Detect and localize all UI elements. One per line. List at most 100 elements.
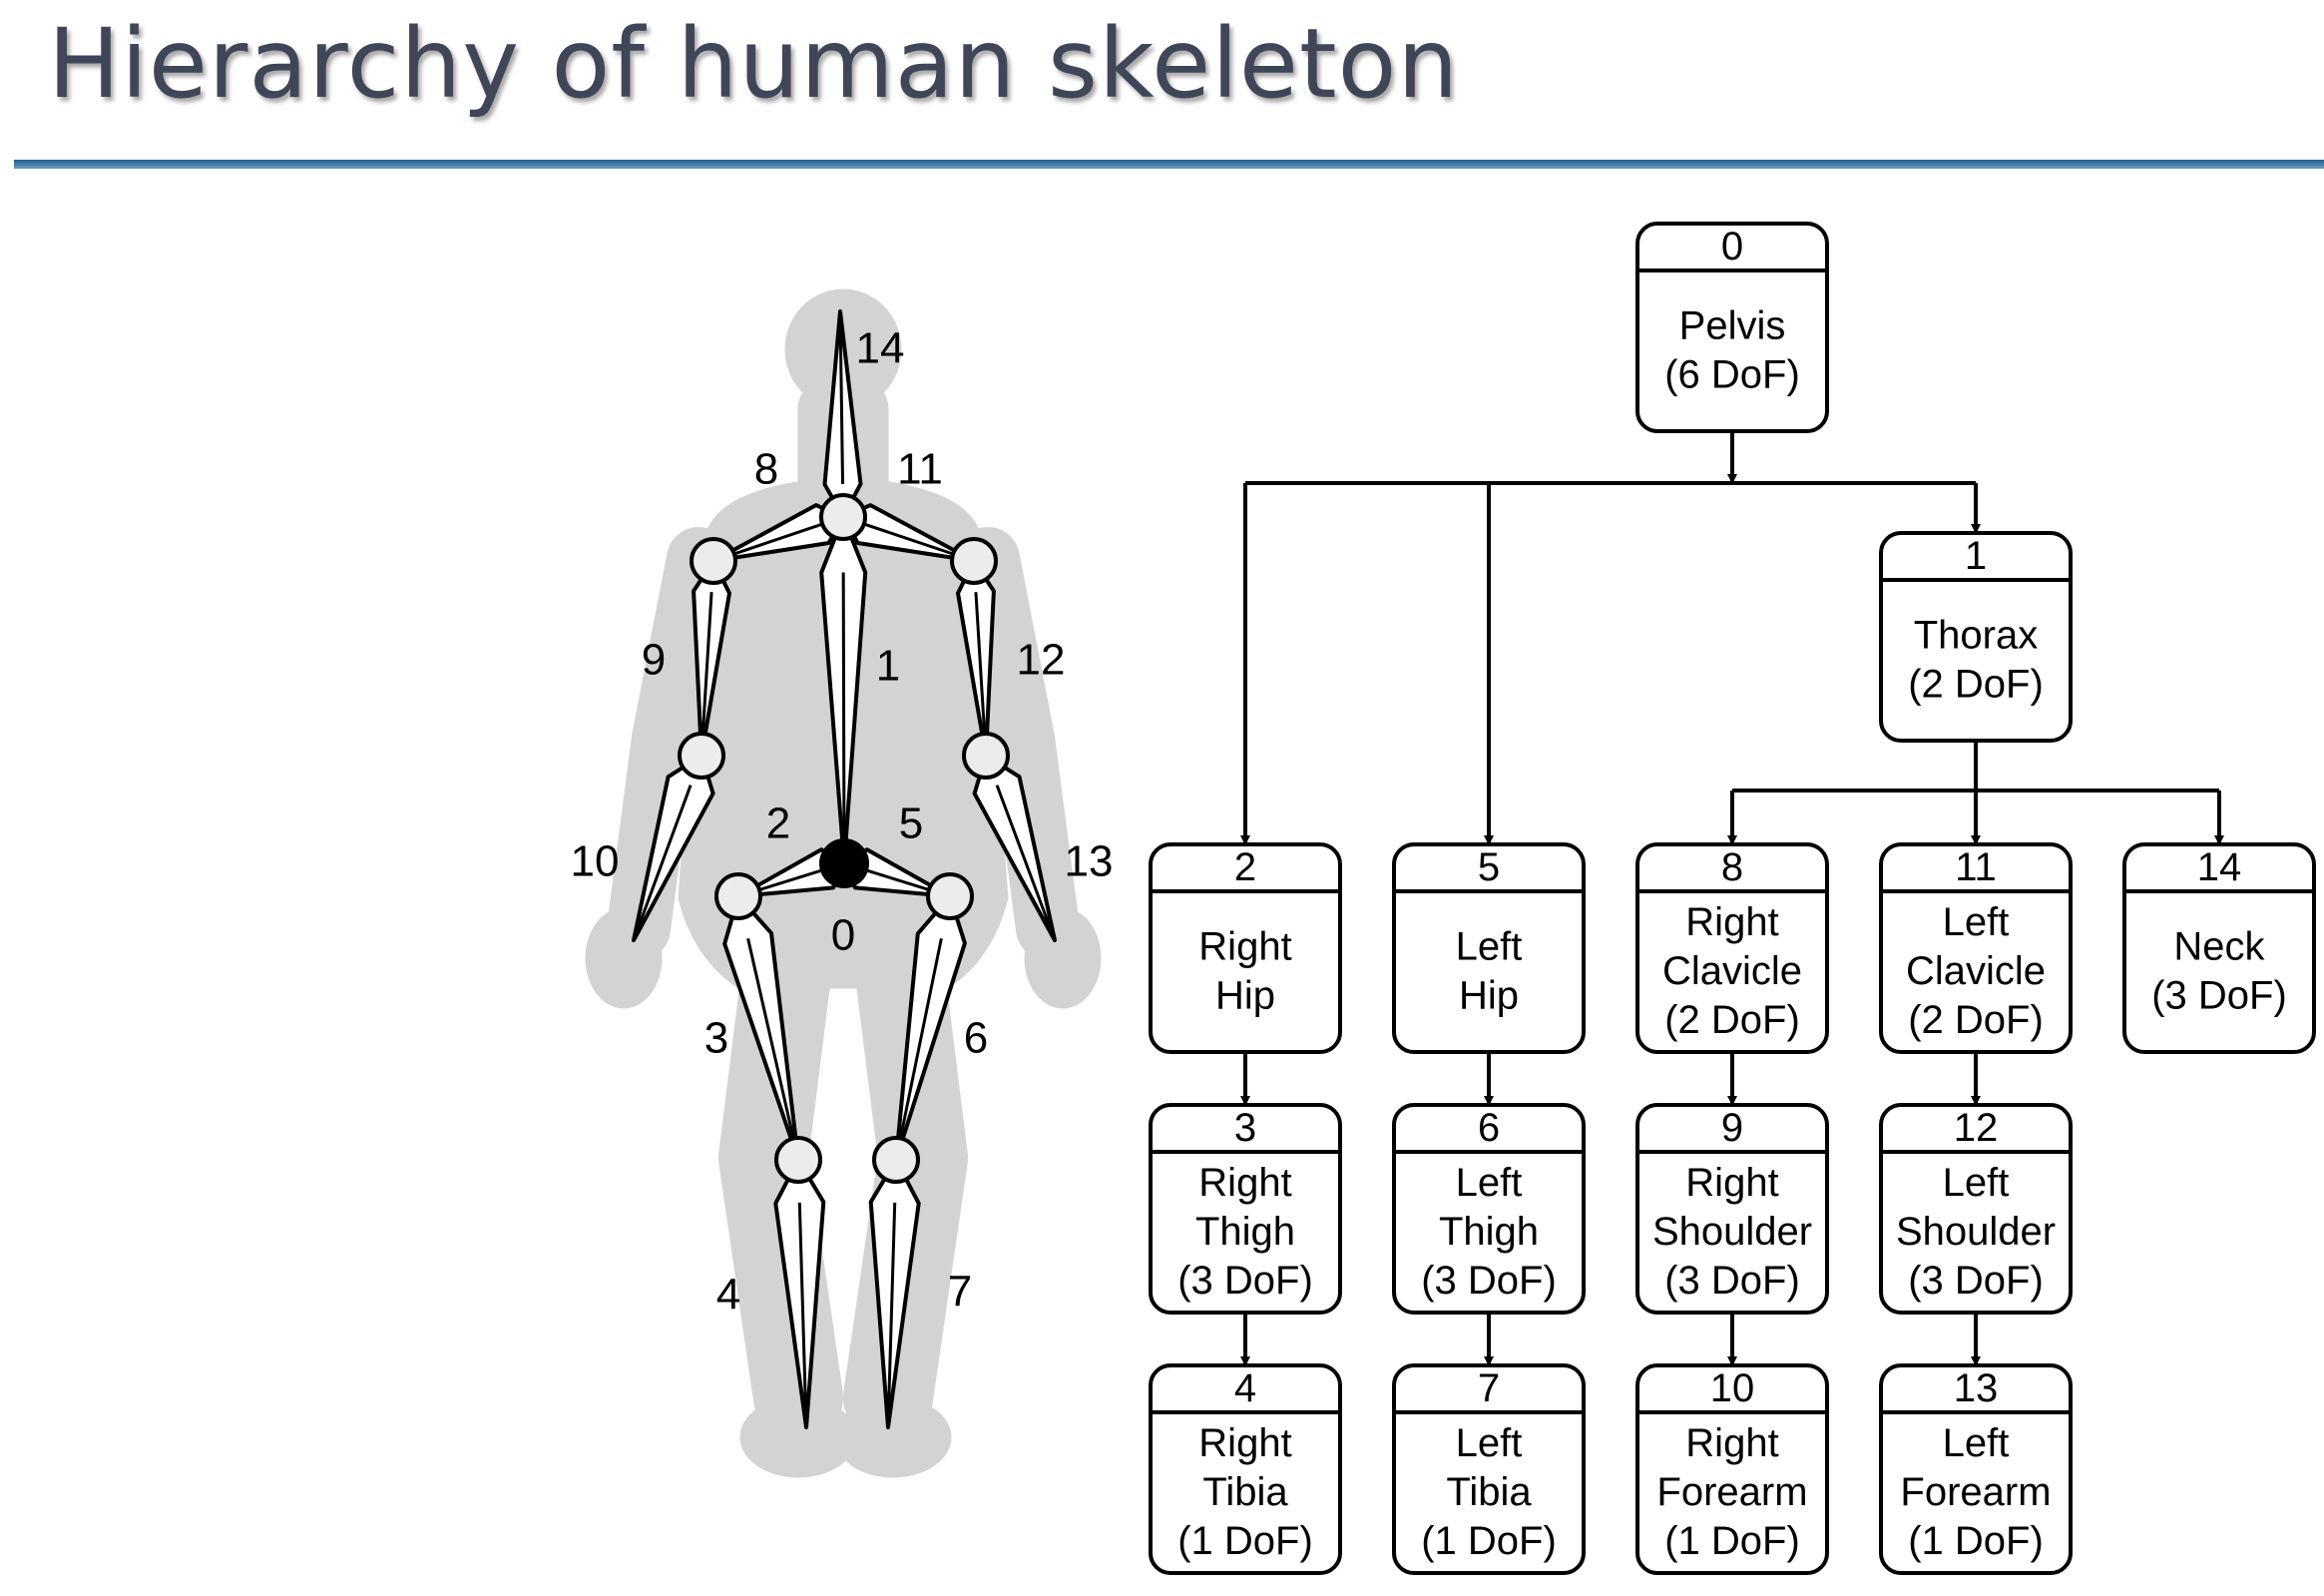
skeleton-label-9: 9 [642,636,666,685]
node-id-label: 11 [1955,845,1997,889]
node-text-line: Right [1198,1161,1291,1205]
node-text-line: (2 DoF) [1908,998,2044,1042]
node-text-line: Neck [2173,925,2265,969]
bone-rkn-ran [773,1158,826,1429]
node-text-line: Right [1685,900,1778,944]
skeleton-label-6: 6 [964,1014,988,1063]
node-box [1879,1363,2073,1575]
node-text-line: (3 DoF) [1177,1259,1313,1303]
node-id-label: 8 [1721,845,1743,889]
joint-rhp [714,872,762,920]
bone-lel-lwr [972,754,1057,942]
node-text-line: Right [1685,1161,1778,1205]
node-text-line: (1 DoF) [1421,1519,1557,1563]
node-text-line: Shoulder [1896,1210,2056,1254]
node-id-label: 10 [1710,1366,1755,1410]
node-box [1879,531,2073,743]
skeleton-label-10: 10 [571,837,620,886]
bone-rel-rwr [632,754,715,942]
node-text-line: Left [1943,900,2010,944]
skeleton-label-3: 3 [704,1014,728,1063]
node-box [1879,842,2073,1054]
node-id-label: 2 [1234,845,1256,889]
node-text-line: Tibia [1446,1470,1532,1514]
skeleton-label-2: 2 [766,799,790,848]
node-text-line: Left [1456,1421,1523,1465]
node-box [1879,1103,2073,1315]
node-text-line: (2 DoF) [1664,998,1800,1042]
skeleton-label-13: 13 [1065,837,1114,886]
slide-title: Hierarchy of human skeleton [48,8,1460,120]
skeleton-joints [678,493,1010,1184]
node-box [1635,1363,1829,1575]
node-id-label: 0 [1721,225,1743,268]
node-text-line: Tibia [1202,1470,1288,1514]
node-text-line: Right [1198,1421,1291,1465]
node-id-label: 4 [1234,1366,1256,1410]
skeleton-label-8: 8 [754,445,778,494]
node-box [2122,842,2316,1054]
node-text-line: Thigh [1195,1210,1295,1254]
node-text-line: (3 DoF) [1664,1259,1800,1303]
node-text-line: Hip [1459,974,1519,1018]
node-box [1635,222,1829,433]
node-id-label: 13 [1954,1366,1999,1410]
node-text-line: Left [1943,1161,2010,1205]
node-box [1149,842,1342,1054]
skeleton-label-7: 7 [948,1268,972,1317]
joint-lel [962,732,1010,780]
node-text-line: (6 DoF) [1664,353,1800,397]
node-text-line: Clavicle [1662,949,1802,993]
hierarchy-connectors [1240,431,2224,1366]
node-text-line: (1 DoF) [1177,1519,1313,1563]
node-id-label: 9 [1721,1106,1743,1150]
node-box [1392,1103,1586,1315]
node-text-line: Shoulder [1652,1210,1812,1254]
node-text-line: Left [1456,1161,1523,1205]
node-id-label: 12 [1954,1106,1999,1150]
node-text-line: Thigh [1439,1210,1539,1254]
node-id-label: 1 [1965,534,1987,578]
node-box [1149,1103,1342,1315]
node-text-line: Hip [1215,974,1275,1018]
skeleton-label-11: 11 [897,445,943,494]
node-text-line: (3 DoF) [2151,974,2287,1018]
skeleton-label-12: 12 [1017,636,1066,685]
joint-lhp [926,872,974,920]
skeleton-label-5: 5 [899,799,923,848]
joint-lsh [950,537,998,585]
skeleton-label-14: 14 [856,324,905,373]
node-box [1392,842,1586,1054]
node-text-line: Forearm [1656,1470,1807,1514]
node-id-label: 7 [1478,1366,1500,1410]
node-text-line: (2 DoF) [1908,663,2044,707]
joint-pelvis [819,838,869,888]
node-text-line: (1 DoF) [1664,1519,1800,1563]
joint-rkn [774,1136,822,1184]
skeleton-label-1: 1 [876,642,900,691]
node-id-label: 3 [1234,1106,1256,1150]
node-text-line: Thorax [1914,614,2039,658]
node-text-line: (3 DoF) [1421,1259,1557,1303]
skeleton-label-4: 4 [716,1271,740,1320]
skeleton-label-0: 0 [831,911,855,960]
node-box [1635,1103,1829,1315]
node-box [1635,842,1829,1054]
joint-neck [819,493,867,541]
title-underline [14,160,2324,169]
